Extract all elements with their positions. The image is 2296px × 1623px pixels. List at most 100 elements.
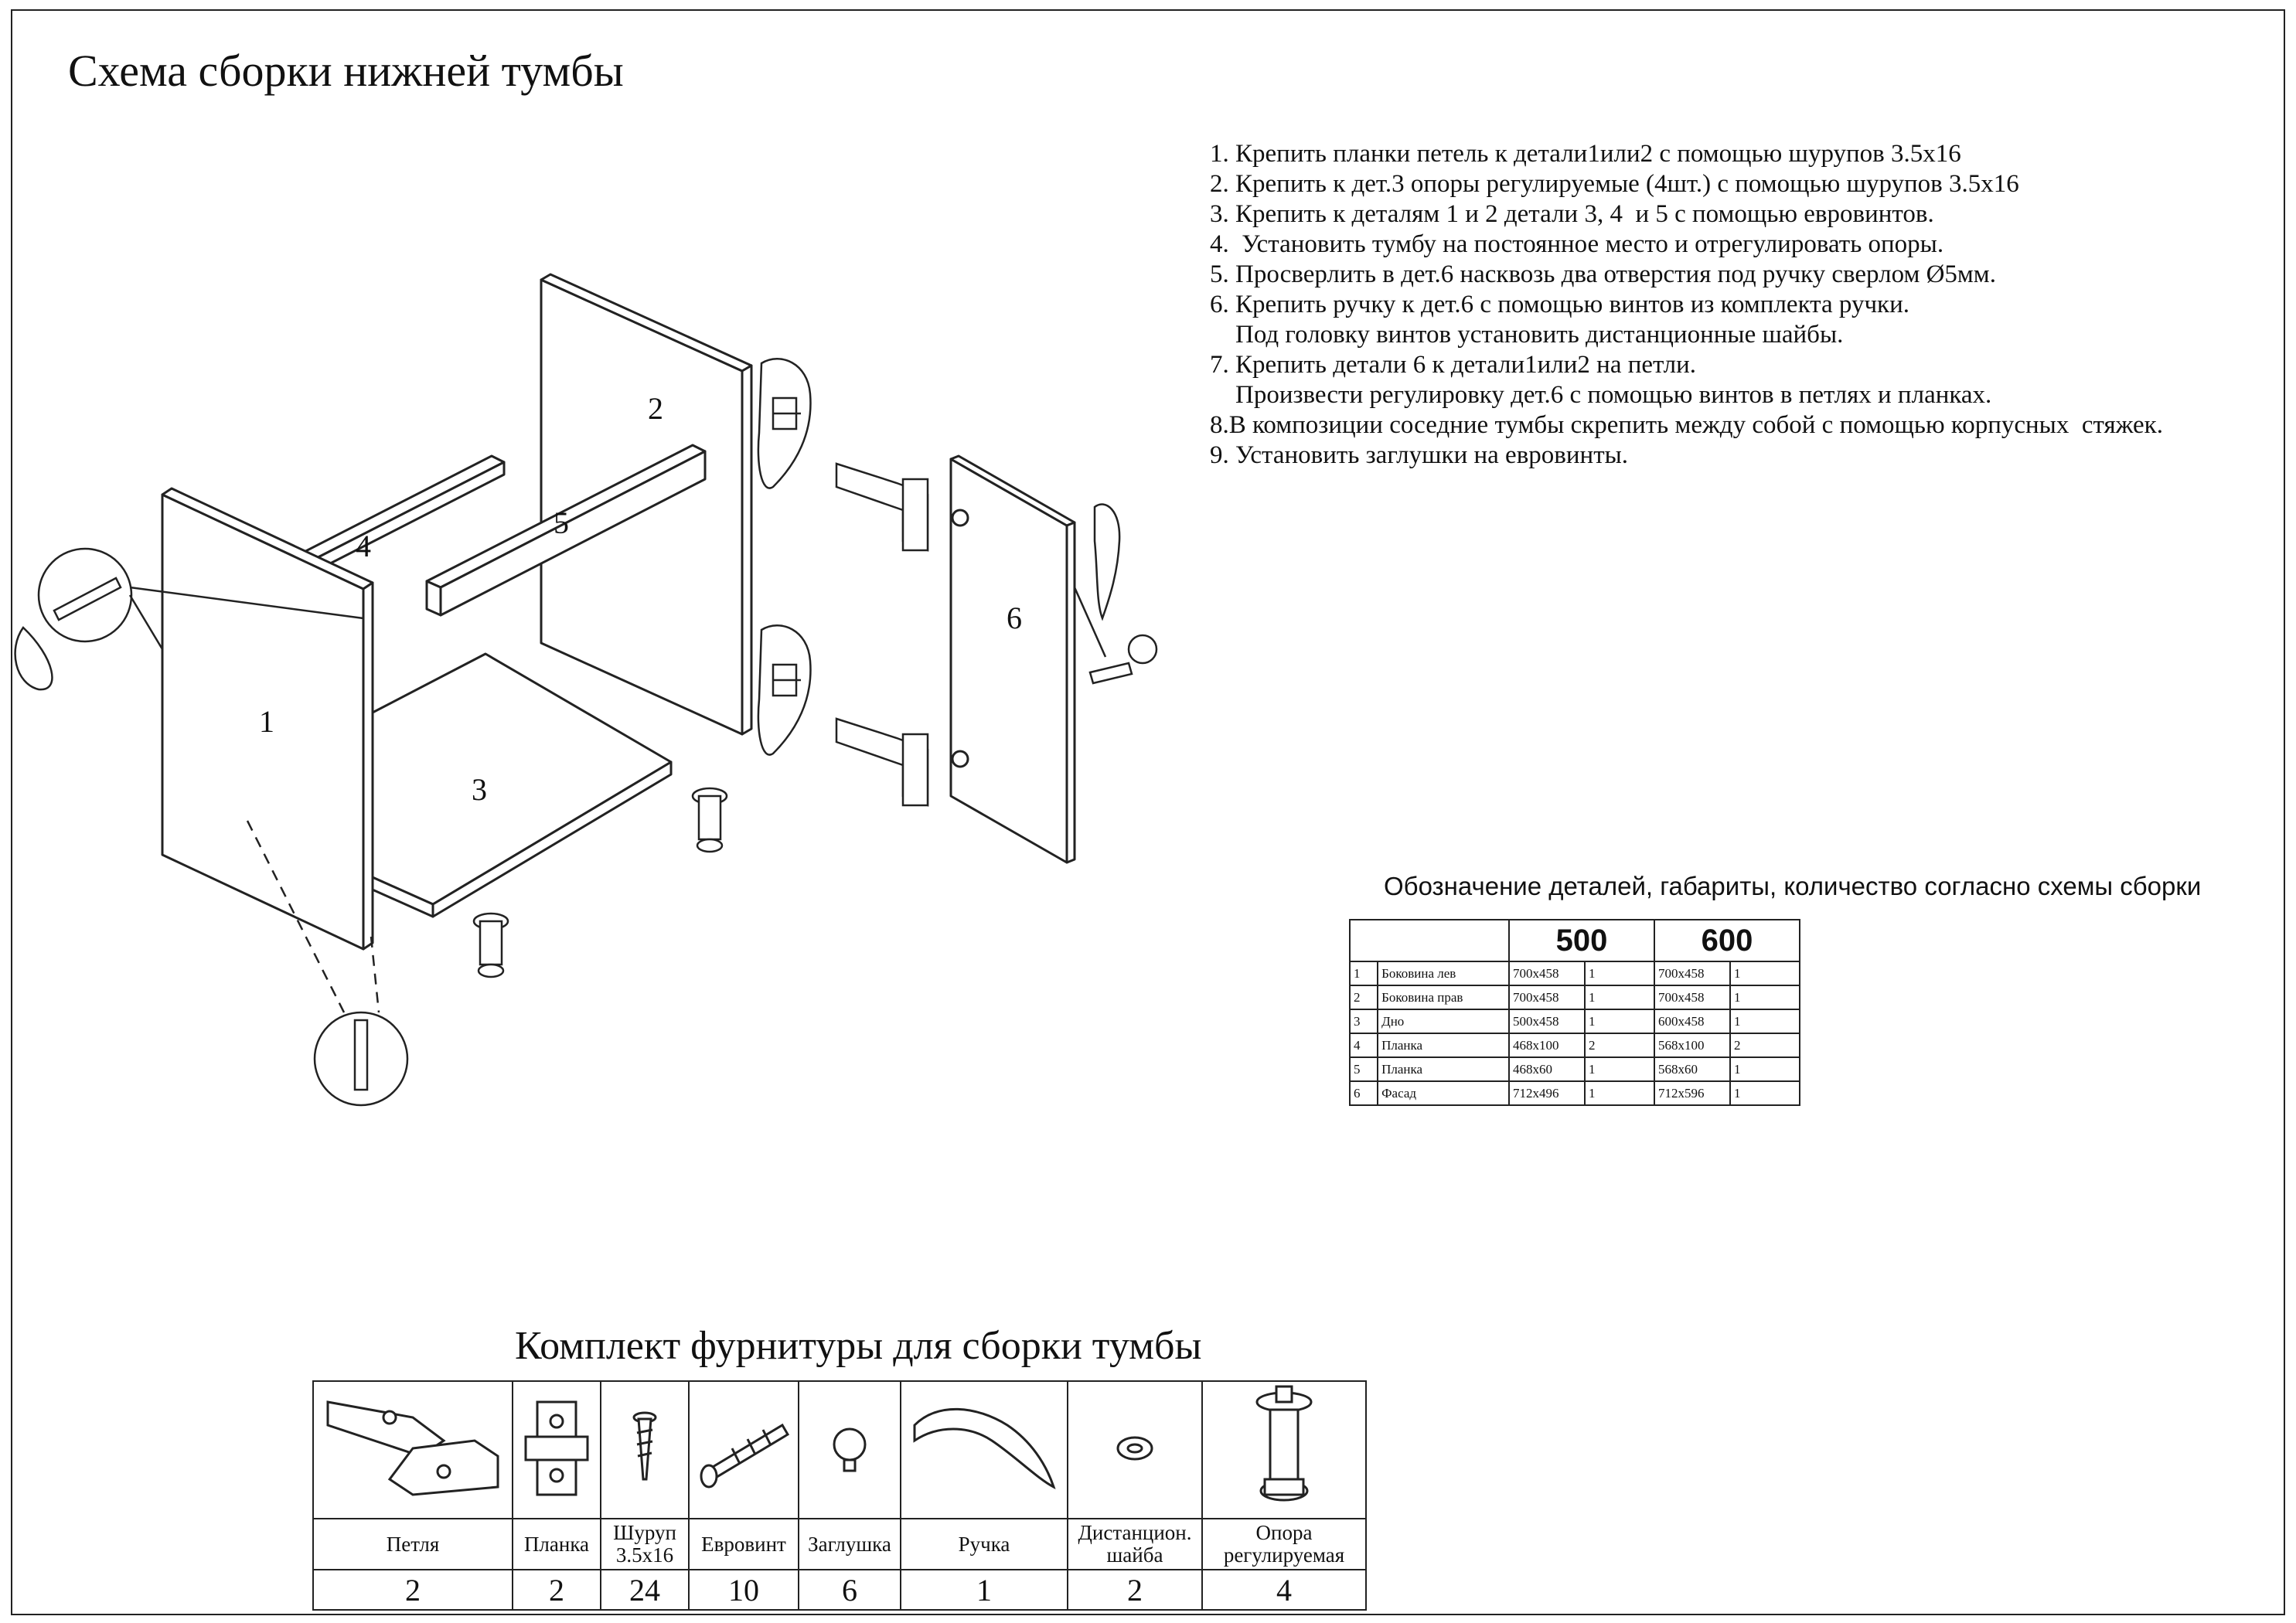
- parts-spec-table: 500 600 1 Боковина лев 700x458 1 700x458…: [1348, 919, 1800, 1106]
- kit-image-cell: [512, 1380, 601, 1519]
- kit-item-name: Ручка: [900, 1518, 1068, 1570]
- kit-item-name: Планка: [512, 1518, 601, 1570]
- instruction-line: Под головку винтов установить дистанцион…: [1210, 321, 1844, 349]
- spec-cell-qty500: 1: [1584, 985, 1655, 1010]
- kit-image-cell: [600, 1380, 690, 1519]
- spec-cell-name: Фасад: [1377, 1080, 1510, 1106]
- assembly-instructions: 1. Крепить планки петель к детали1или2 с…: [1210, 139, 2163, 471]
- spec-cell-qty500: 1: [1584, 1056, 1655, 1082]
- adjustable-leg-icon: [1255, 1385, 1313, 1501]
- hinge-plate-upper: [757, 358, 812, 489]
- spec-header-600: 600: [1654, 919, 1800, 962]
- spec-cell-qty600: 1: [1729, 1009, 1800, 1034]
- spec-table-caption: Обозначение деталей, габариты, количеств…: [1384, 872, 2202, 900]
- euroscrew-detail-callout: [14, 547, 364, 691]
- table-row: 2 Боковина прав 700x458 1 700x458 1: [1348, 985, 1800, 1010]
- kit-image-cell: [312, 1380, 513, 1519]
- spec-cell-n: 1: [1348, 961, 1379, 986]
- instruction-line: 2. Крепить к дет.3 опоры регулируемые (4…: [1210, 170, 2019, 198]
- spec-cell-size600: 600x458: [1654, 1009, 1731, 1034]
- table-row: 5 Планка 468x60 1 568x60 1: [1348, 1056, 1800, 1082]
- adjustable-leg-front: [472, 912, 509, 978]
- instruction-line: 7. Крепить детали 6 к детали1или2 на пет…: [1210, 351, 1697, 379]
- part-label-5: 5: [554, 505, 569, 540]
- page-title: Схема сборки нижней тумбы: [68, 46, 624, 96]
- kit-item-name: Дистанцион. шайба: [1067, 1518, 1203, 1570]
- spec-cell-n: 2: [1348, 985, 1379, 1010]
- kit-item-qty: 2: [1067, 1569, 1203, 1611]
- kit-name-row: Петля Планка Шуруп 3.5x16 Евровинт Заглу…: [312, 1518, 1367, 1570]
- screw-icon: [632, 1411, 657, 1480]
- spec-cell-qty500: 1: [1584, 1009, 1655, 1034]
- table-row: 6 Фасад 712x496 1 712x596 1: [1348, 1080, 1800, 1106]
- hinge-icon: [326, 1400, 499, 1496]
- kit-item-qty: 24: [600, 1569, 690, 1611]
- kit-item-qty: 2: [312, 1569, 513, 1611]
- spec-cell-size600: 700x458: [1654, 985, 1731, 1010]
- spec-cell-qty600: 1: [1729, 1056, 1800, 1082]
- spec-header-row: 500 600: [1349, 919, 1800, 962]
- spec-cell-qty500: 1: [1584, 1080, 1655, 1106]
- cap-icon: [833, 1427, 867, 1472]
- kit-item-name: Шуруп 3.5x16: [600, 1518, 690, 1570]
- spec-cell-size600: 712x596: [1654, 1080, 1731, 1106]
- spec-cell-qty500: 1: [1584, 961, 1655, 986]
- spec-cell-n: 3: [1348, 1009, 1379, 1034]
- spec-cell-n: 4: [1348, 1033, 1379, 1058]
- part-label-1: 1: [259, 704, 274, 739]
- spec-cell-size600: 700x458: [1654, 961, 1731, 986]
- kit-item-qty: 10: [688, 1569, 799, 1611]
- kit-item-qty: 6: [798, 1569, 901, 1611]
- kit-image-cell: [688, 1380, 799, 1519]
- kit-item-qty: 2: [512, 1569, 601, 1611]
- kit-item-name: Петля: [312, 1518, 513, 1570]
- screw-detail-callout: [246, 820, 409, 1107]
- spec-cell-qty600: 1: [1729, 985, 1800, 1010]
- instruction-line: 9. Установить заглушки на евровинты.: [1210, 441, 1629, 469]
- handle-icon: [913, 1407, 1056, 1489]
- instruction-line: 3. Крепить к деталям 1 и 2 детали 3, 4 и…: [1210, 200, 1934, 228]
- table-row: 4 Планка 468x100 2 568x100 2: [1348, 1033, 1800, 1058]
- spec-header-500: 500: [1508, 919, 1655, 962]
- spec-cell-name: Боковина лев: [1377, 961, 1510, 986]
- part-3-bottom-panel: [359, 652, 673, 918]
- part-label-4: 4: [356, 529, 371, 563]
- spec-cell-n: 6: [1348, 1080, 1379, 1106]
- table-row: 3 Дно 500x458 1 600x458 1: [1348, 1009, 1800, 1034]
- washer-icon: [1116, 1436, 1153, 1460]
- instruction-line: 4. Установить тумбу на постоянное место …: [1210, 230, 1944, 258]
- instruction-line: Произвести регулировку дет.6 с помощью в…: [1210, 381, 1992, 409]
- kit-image-cell: [798, 1380, 901, 1519]
- kit-item-qty: 4: [1201, 1569, 1367, 1611]
- spec-cell-size500: 500x458: [1508, 1009, 1586, 1034]
- kit-image-row: [312, 1380, 1367, 1519]
- spec-cell-size500: 700x458: [1508, 961, 1586, 986]
- table-row: 1 Боковина лев 700x458 1 700x458 1: [1348, 961, 1800, 986]
- kit-image-cell: [1067, 1380, 1203, 1519]
- spec-cell-qty500: 2: [1584, 1033, 1655, 1058]
- part-1-left-side-panel: [161, 487, 374, 951]
- hinge-plate-lower: [757, 624, 812, 756]
- euroscrew-icon: [700, 1423, 790, 1488]
- hinge-lower: [835, 717, 929, 807]
- mounting-plate-icon: [524, 1400, 589, 1495]
- spec-cell-size500: 712x496: [1508, 1080, 1586, 1106]
- spec-cell-name: Боковина прав: [1377, 985, 1510, 1010]
- spec-cell-size500: 700x458: [1508, 985, 1586, 1010]
- part-5-front-rail: [425, 444, 707, 617]
- adjustable-leg-rear: [691, 787, 728, 853]
- part-label-3: 3: [472, 772, 487, 807]
- door-handle: [1073, 503, 1158, 685]
- kit-item-name: Заглушка: [798, 1518, 901, 1570]
- instruction-line: 5. Просверлить в дет.6 насквозь два отве…: [1210, 260, 1996, 288]
- instruction-line: 6. Крепить ручку к дет.6 с помощью винто…: [1210, 291, 1909, 318]
- part-6-facade-panel: [949, 454, 1076, 864]
- hinge-upper: [835, 462, 929, 552]
- spec-cell-size500: 468x100: [1508, 1033, 1586, 1058]
- kit-image-cell: [900, 1380, 1068, 1519]
- part-label-6: 6: [1007, 601, 1022, 635]
- kit-image-cell: [1201, 1380, 1367, 1519]
- hardware-kit-table: Петля Планка Шуруп 3.5x16 Евровинт Заглу…: [312, 1380, 1367, 1611]
- kit-item-name: Евровинт: [688, 1518, 799, 1570]
